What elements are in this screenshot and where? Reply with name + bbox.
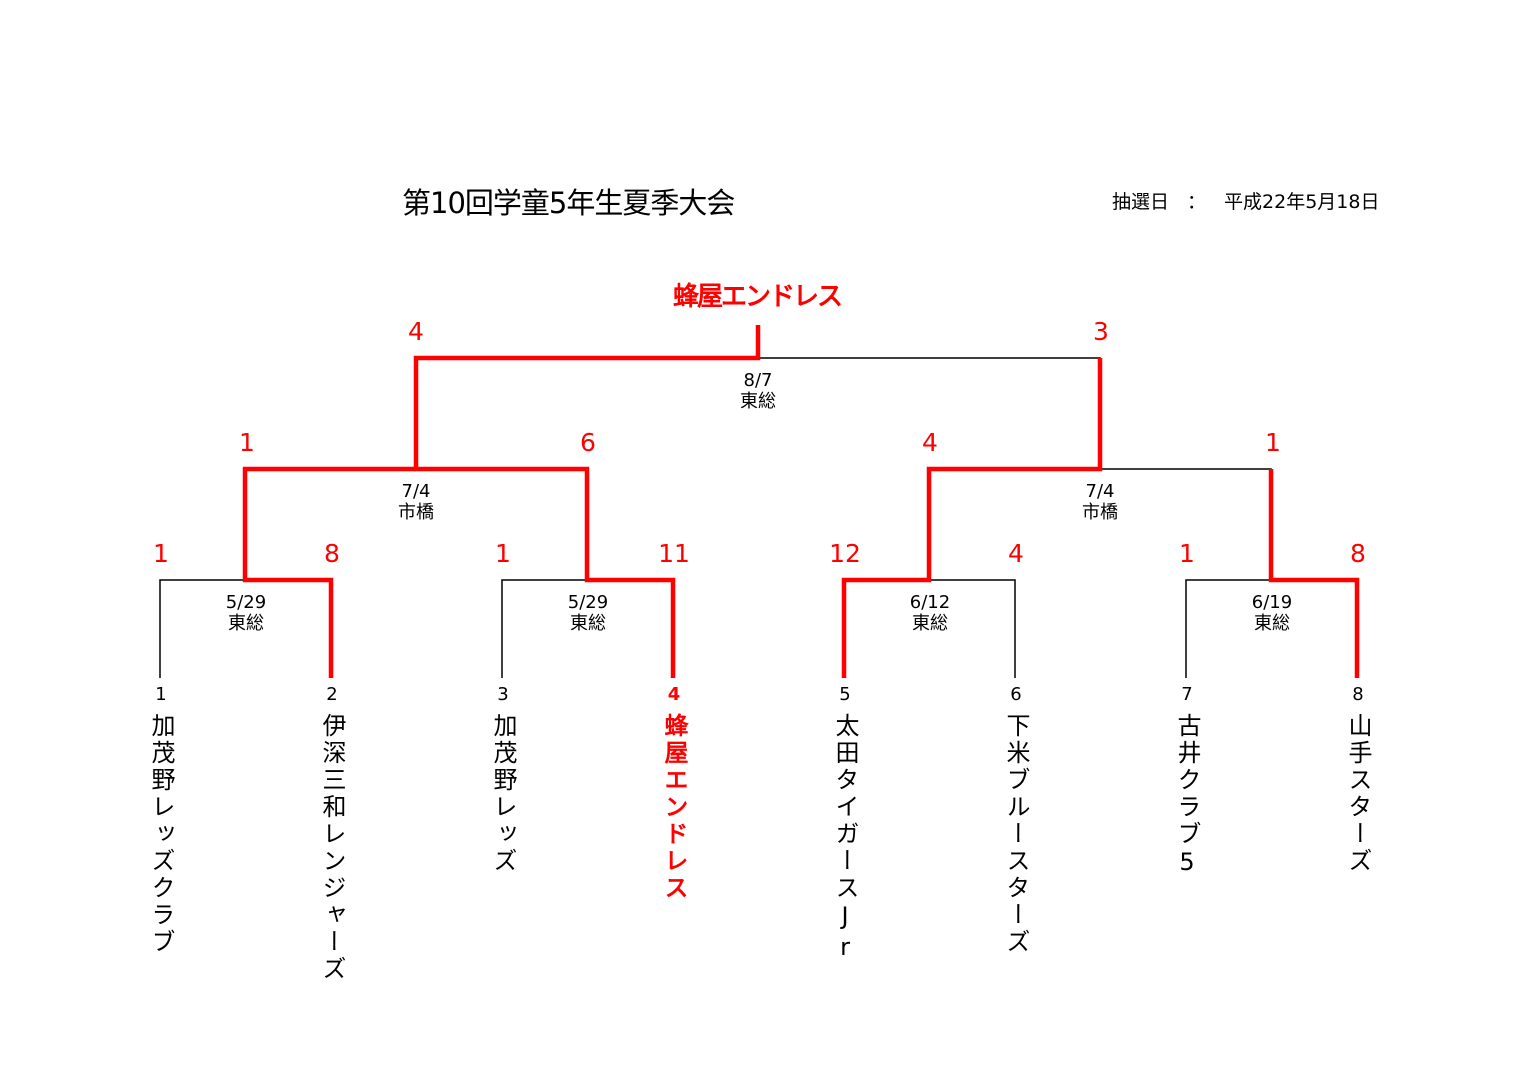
page-title: 第10回学童5年生夏季大会	[402, 186, 735, 220]
team-name: 加茂野レッズ	[489, 713, 517, 875]
team-name: 蜂屋エンドレス	[660, 713, 688, 902]
team-name: 山手スターズ	[1344, 713, 1372, 875]
match-date: 5/29	[225, 592, 267, 613]
match-venue: 市橋	[1082, 502, 1118, 523]
final-score: 4	[408, 317, 424, 346]
final-score: 3	[1093, 317, 1109, 346]
draw-date-label: 抽選日	[1112, 191, 1170, 213]
team-name: 下米ブルースターズ	[1002, 713, 1030, 956]
team-seed: 7	[1181, 684, 1193, 705]
round1-score: 1	[495, 539, 511, 568]
match-date: 6/12	[909, 592, 951, 613]
winner-path	[841, 358, 1103, 678]
match-date: 7/4	[1085, 481, 1115, 502]
team-name: 伊深三和レンジャーズ	[318, 713, 346, 983]
match-venue: 東総	[1253, 613, 1290, 634]
draw-date-value: 平成22年5月18日	[1224, 191, 1380, 213]
team-seed: 2	[326, 684, 338, 705]
round1-score: 4	[1008, 539, 1024, 568]
round1-score: 11	[658, 539, 690, 568]
match-date: 6/19	[1251, 592, 1293, 613]
winner-path	[242, 466, 416, 678]
winner-path	[413, 325, 761, 678]
team-seed: 4	[667, 684, 681, 705]
semifinal-score: 6	[580, 428, 596, 457]
champion-name: 蜂屋エンドレス	[673, 282, 843, 312]
match-date: 5/29	[567, 592, 609, 613]
team-name: 加茂野レッズクラブ	[147, 713, 175, 956]
semifinal-score: 4	[922, 428, 938, 457]
round1-score: 1	[1179, 539, 1195, 568]
team-name: 古井クラブ5	[1173, 713, 1201, 879]
round1-score: 8	[1350, 539, 1366, 568]
team-seed: 1	[155, 684, 167, 705]
semifinal-score: 1	[239, 428, 255, 457]
match-venue: 東総	[569, 613, 606, 634]
winner-path	[1268, 469, 1360, 678]
draw-date: 抽選日 ： 平成22年5月18日	[1112, 187, 1379, 214]
round1-score: 12	[829, 539, 861, 568]
team-seed: 6	[1010, 684, 1022, 705]
round1-score: 8	[324, 539, 340, 568]
match-venue: 東総	[227, 613, 264, 634]
team-seed: 5	[839, 684, 851, 705]
team-seed: 3	[497, 684, 509, 705]
team-name: 太田タイガースJr	[831, 713, 859, 964]
match-date: 8/7	[743, 370, 773, 391]
match-venue: 東総	[740, 391, 776, 412]
match-date: 7/4	[401, 481, 431, 502]
draw-date-separator: ：	[1187, 191, 1207, 213]
match-venue: 東総	[911, 613, 948, 634]
team-seed: 8	[1352, 684, 1364, 705]
round1-score: 1	[153, 539, 169, 568]
semifinal-score: 1	[1265, 428, 1281, 457]
match-venue: 市橋	[398, 502, 434, 523]
